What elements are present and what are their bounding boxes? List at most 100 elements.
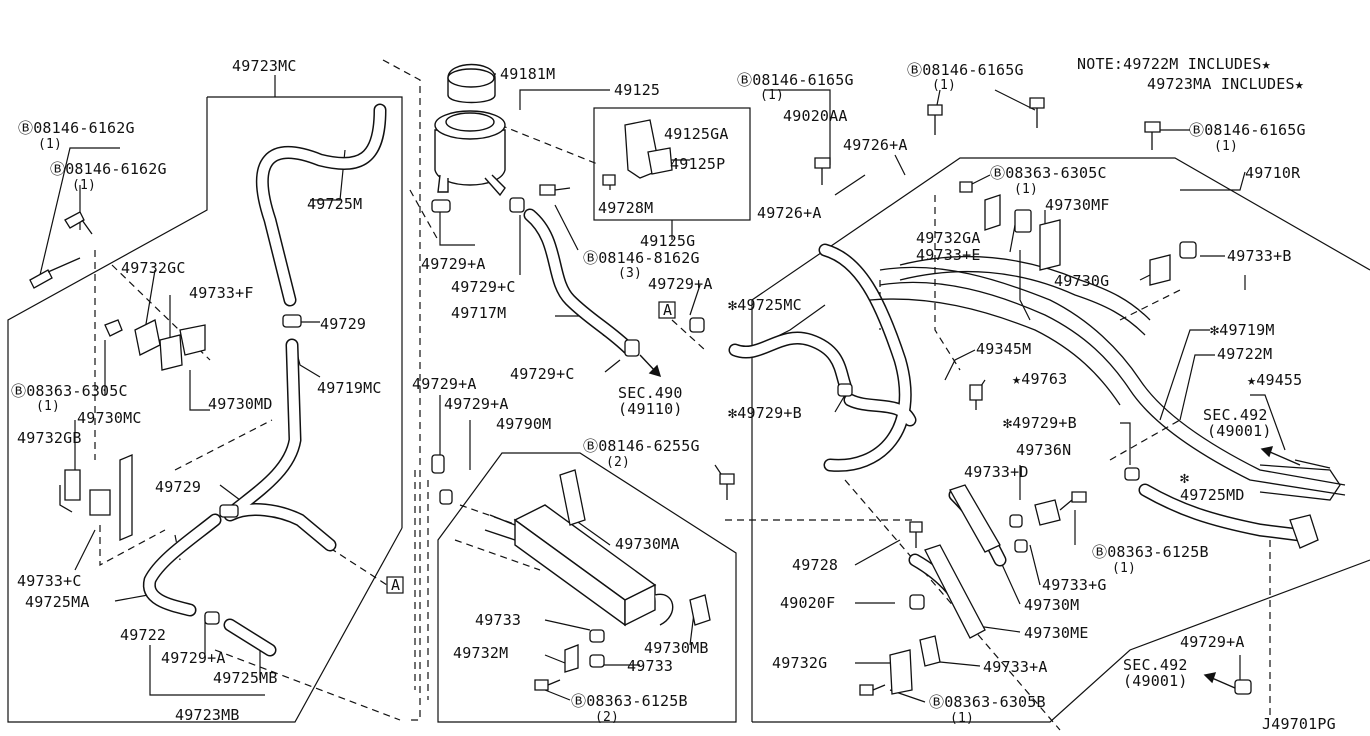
qty-label: (1)	[36, 399, 61, 414]
part-label-49729b: ✻49729+B	[728, 404, 802, 422]
part-label-49729a: 49729+A	[412, 375, 477, 393]
part-label-49710r: 49710R	[1245, 164, 1301, 182]
part-label-49733d: 49733+D	[964, 463, 1029, 481]
part-label-49729a: 49729+A	[161, 649, 226, 667]
ref-a-box-1	[386, 576, 404, 594]
ref-a-box-2	[658, 301, 676, 319]
part-label-49728m: 49728M	[598, 199, 654, 217]
part-label-49733e: 49733+E	[916, 246, 981, 264]
bolt-label-08363-6305c-b: Ⓑ08363-6305C	[990, 164, 1107, 182]
part-label-49729a: 49729+A	[1180, 633, 1245, 651]
qty-label: (2)	[595, 710, 620, 725]
part-label-49725m: 49725M	[307, 195, 363, 213]
section-ref-492-a-sub: (49001)	[1207, 422, 1272, 440]
part-label-49719m: ✻49719M	[1210, 321, 1275, 339]
part-label-49736n: 49736N	[1016, 441, 1072, 459]
part-label-49730mc: 49730MC	[77, 409, 142, 427]
part-label-49732m: 49732M	[453, 644, 509, 662]
bolt-label-08363-6125b-a: Ⓑ08363-6125B	[571, 692, 688, 710]
bolt-label-08146-6255g: Ⓑ08146-6255G	[583, 437, 700, 455]
qty-label: (1)	[950, 711, 975, 726]
part-label-49729c: 49729+C	[510, 365, 575, 383]
bolt-label-08146-6162g-b: Ⓑ08146-6162G	[50, 160, 167, 178]
section-ref-492-b: SEC.492	[1123, 656, 1188, 674]
part-label-49733b: 49733+B	[1227, 247, 1292, 265]
reservoir-49125	[434, 63, 506, 197]
part-label-49125g: 49125G	[640, 232, 696, 250]
part-label-49020aa: 49020AA	[783, 107, 848, 125]
part-label-49730md: 49730MD	[208, 395, 273, 413]
bolt-label-08363-6305b: Ⓑ08363-6305B	[929, 693, 1046, 711]
part-label-49732ga: 49732GA	[916, 229, 981, 247]
part-label-49763: ★49763	[1012, 370, 1068, 388]
drawing-number: J49701PG	[1262, 715, 1336, 733]
bolt-label-08146-6165g-a: Ⓑ08146-6165G	[737, 71, 854, 89]
qty-label: (1)	[38, 137, 63, 152]
part-label-49732gc: 49732GC	[121, 259, 186, 277]
section-ref-490-sub: (49110)	[618, 400, 683, 418]
qty-label: (1)	[1112, 561, 1137, 576]
frame-49723mb	[7, 97, 403, 723]
bolt-label-08363-6305c-a: Ⓑ08363-6305C	[11, 382, 128, 400]
part-label-49730m: 49730M	[1024, 596, 1080, 614]
part-label-49717m: 49717M	[451, 304, 507, 322]
part-label-49729a: 49729+A	[444, 395, 509, 413]
part-label-49730g: 49730G	[1054, 272, 1110, 290]
bolt-label-08146-6165g-c: Ⓑ08146-6165G	[1189, 121, 1306, 139]
part-label-49729: 49729	[155, 478, 202, 496]
ref-a-label-1: A	[391, 576, 401, 594]
part-label-49733: 49733	[627, 657, 674, 675]
note-line-1: NOTE:49722M INCLUDES★	[1077, 55, 1271, 73]
part-label-49728: 49728	[792, 556, 839, 574]
part-label-49732gb: 49732GB	[17, 429, 82, 447]
part-label-49732g: 49732G	[772, 654, 828, 672]
part-label-49729c: 49729+C	[451, 278, 516, 296]
section-ref-490: SEC.490	[618, 384, 683, 402]
qty-label: (1)	[760, 88, 785, 103]
part-label-49733: 49733	[475, 611, 522, 629]
frame-49710r	[751, 157, 1370, 722]
part-label-49730mf: 49730MF	[1045, 196, 1110, 214]
part-label-49725mb: 49725MB	[213, 669, 278, 687]
part-label-49730mb: 49730MB	[644, 639, 709, 657]
oil-cooler-49790m	[484, 504, 674, 627]
part-label-49729: 49729	[320, 315, 367, 333]
frame-49710r-bottom	[752, 559, 1370, 723]
part-label-49729a: 49729+A	[421, 255, 486, 273]
part-label-49729b: ✻49729+B	[1003, 414, 1077, 432]
pipe-bundle-49710r	[869, 255, 1346, 501]
part-label-49733a: 49733+A	[983, 658, 1048, 676]
part-label-49181m: 49181M	[500, 65, 556, 83]
part-label-49726a: 49726+A	[757, 204, 822, 222]
qty-label: (2)	[606, 455, 631, 470]
part-label-49733g: 49733+G	[1042, 576, 1107, 594]
bolt-label-08363-6125b-b: Ⓑ08363-6125B	[1092, 543, 1209, 561]
qty-label: (1)	[932, 78, 957, 93]
part-label-49719mc: 49719MC	[317, 379, 382, 397]
qty-label: (1)	[1214, 139, 1239, 154]
part-label-49722m: 49722M	[1217, 345, 1273, 363]
part-label-49725md-star: ✻	[1180, 469, 1190, 487]
part-label-49125: 49125	[614, 81, 661, 99]
section-ref-492-a: SEC.492	[1203, 406, 1268, 424]
part-label-49455: ★49455	[1247, 371, 1303, 389]
part-label-49729a: 49729+A	[648, 275, 713, 293]
part-label-49345m: 49345M	[976, 340, 1032, 358]
part-label-49725ma: 49725MA	[25, 593, 90, 611]
note-line-2: 49723MA INCLUDES★	[1147, 75, 1304, 93]
part-label-49730me: 49730ME	[1024, 624, 1089, 642]
part-label-49726a: 49726+A	[843, 136, 908, 154]
part-label-49020f: 49020F	[780, 594, 836, 612]
part-label-49733f: 49733+F	[189, 284, 254, 302]
frame-49790m	[437, 452, 737, 723]
bolt-label-08146-6162g-a: Ⓑ08146-6162G	[18, 119, 135, 137]
part-label-49125ga: 49125GA	[664, 125, 729, 143]
qty-label: (1)	[72, 178, 97, 193]
frame-49723mc	[207, 96, 403, 528]
part-label-49725mc: ✻49725MC	[728, 296, 802, 314]
part-label-49733c: 49733+C	[17, 572, 82, 590]
qty-label: (1)	[1014, 182, 1039, 197]
section-ref-492-b-sub: (49001)	[1123, 672, 1188, 690]
